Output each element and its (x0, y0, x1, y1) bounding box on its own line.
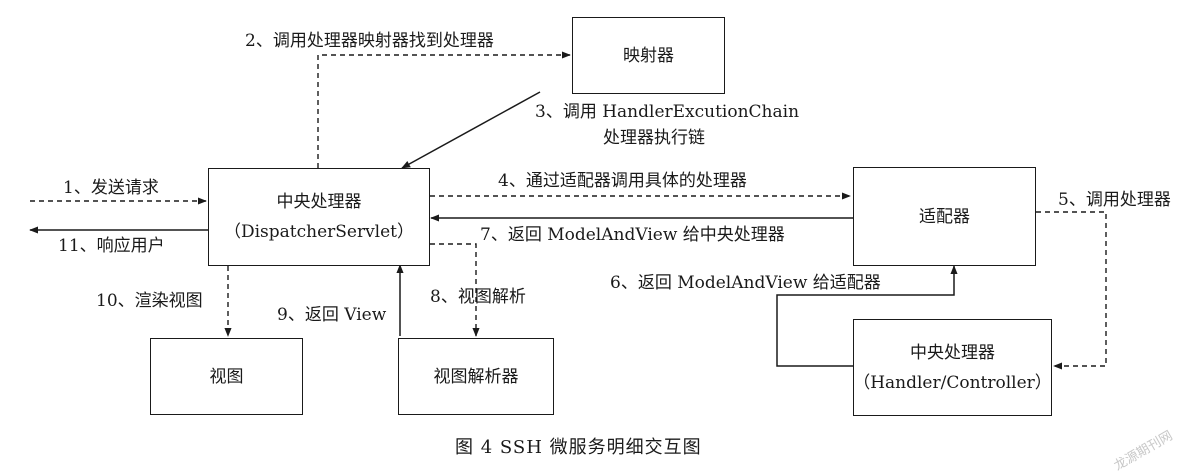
front-controller-subtitle: （DispatcherServlet） (223, 222, 415, 242)
edge-6-line (776, 265, 958, 367)
edge-6-label: 6、返回 ModelAndView 给适配器 (610, 273, 881, 293)
edge-3-line (401, 91, 541, 169)
edge-4-label: 4、通过适配器调用具体的处理器 (498, 171, 747, 191)
edge-5-label: 5、调用处理器 (1058, 190, 1171, 210)
edge-7-label: 7、返回 ModelAndView 给中央处理器 (480, 225, 785, 245)
edge-8-label: 8、视图解析 (430, 287, 526, 307)
handler-box: 中央处理器 （Handler/Controller） (853, 319, 1052, 416)
adapter-label: 适配器 (919, 206, 970, 227)
edge-10-label: 10、渲染视图 (96, 291, 203, 311)
view-label: 视图 (209, 366, 244, 387)
edge-3-label-line2: 处理器执行链 (603, 128, 705, 148)
view-resolver-label: 视图解析器 (433, 366, 519, 387)
edge-3-label-line1: 3、调用 HandlerExcutionChain (535, 102, 800, 122)
adapter-box: 适配器 (853, 167, 1036, 266)
mapper-box: 映射器 (572, 17, 725, 94)
view-box: 视图 (150, 338, 303, 415)
view-resolver-box: 视图解析器 (398, 338, 554, 415)
edge-5-line (1036, 211, 1107, 370)
front-controller-title: 中央处理器 (276, 192, 362, 212)
handler-subtitle: （Handler/Controller） (853, 372, 1052, 393)
edge-2-label: 2、调用处理器映射器找到处理器 (245, 31, 494, 51)
edge-9-label: 9、返回 View (277, 305, 387, 325)
figure-caption: 图 4 SSH 微服务明细交互图 (455, 437, 702, 458)
edge-2-line (317, 51, 571, 168)
edge-8-line (430, 243, 480, 337)
edge-1-label: 1、发送请求 (63, 178, 159, 198)
edge-11-label: 11、响应用户 (58, 236, 165, 256)
mapper-label: 映射器 (623, 45, 674, 66)
front-controller-box: 中央处理器 （DispatcherServlet） (208, 168, 430, 266)
handler-title: 中央处理器 (910, 342, 995, 363)
